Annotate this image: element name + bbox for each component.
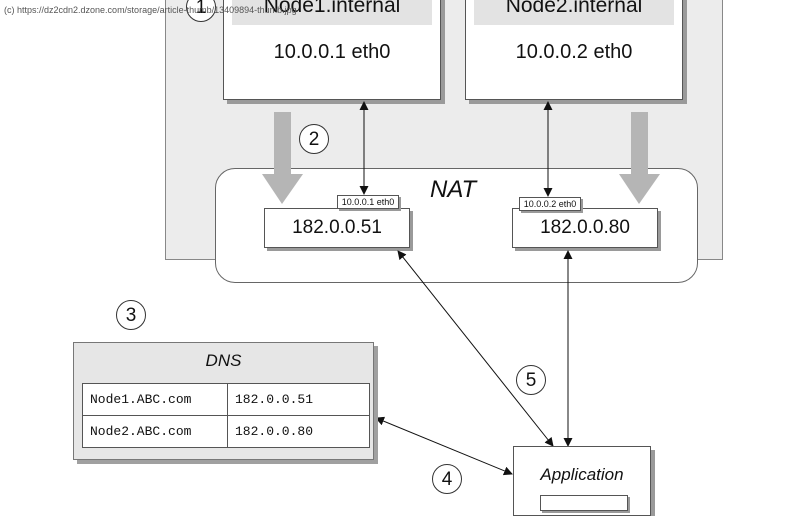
- nat-tag-2: 10.0.0.2 eth0: [519, 197, 581, 211]
- dns-ip-cell: 182.0.0.80: [227, 415, 370, 448]
- dns-row: Node2.ABC.com 182.0.0.80: [82, 415, 370, 448]
- dns-ip-cell: 182.0.0.51: [227, 383, 370, 416]
- application-box: Application: [513, 446, 651, 516]
- step-marker-5: 5: [516, 365, 546, 395]
- flow-arrow-node2: [619, 112, 660, 204]
- node1-box: Node1.internal 10.0.0.1 eth0: [223, 0, 441, 100]
- node1-title: Node1.internal: [232, 0, 432, 25]
- step-marker-3: 3: [116, 300, 146, 330]
- step-marker-2: 2: [299, 124, 329, 154]
- connector-layer: [262, 101, 660, 476]
- nat-label: NAT: [430, 176, 477, 203]
- dns-table: Node1.ABC.com 182.0.0.51 Node2.ABC.com 1…: [82, 383, 370, 448]
- node2-title: Node2.internal: [474, 0, 674, 25]
- application-title: Application: [540, 465, 624, 484]
- source-url-watermark: (c) https://dz2cdn2.dzone.com/storage/ar…: [4, 5, 297, 15]
- link-dns-application: [375, 416, 513, 476]
- dns-host-cell: Node2.ABC.com: [82, 415, 228, 448]
- nat-tag-1: 10.0.0.1 eth0: [337, 195, 399, 209]
- flow-arrow-node1: [262, 112, 303, 204]
- nat-public-ip-2: 182.0.0.80: [512, 208, 658, 248]
- node2-ip: 10.0.0.2 eth0: [515, 41, 633, 63]
- dns-row: Node1.ABC.com 182.0.0.51: [82, 383, 370, 416]
- node1-ip: 10.0.0.1 eth0: [273, 41, 391, 63]
- nat-public-ip-1: 182.0.0.51: [264, 208, 410, 248]
- node2-box: Node2.internal 10.0.0.2 eth0: [465, 0, 683, 100]
- dns-title: DNS: [205, 351, 242, 370]
- dns-host-cell: Node1.ABC.com: [82, 383, 228, 416]
- dns-box: DNS Node1.ABC.com 182.0.0.51 Node2.ABC.c…: [73, 342, 374, 460]
- application-tag: [540, 495, 628, 511]
- step-marker-4: 4: [432, 464, 462, 494]
- link-nat1-application: [397, 250, 554, 447]
